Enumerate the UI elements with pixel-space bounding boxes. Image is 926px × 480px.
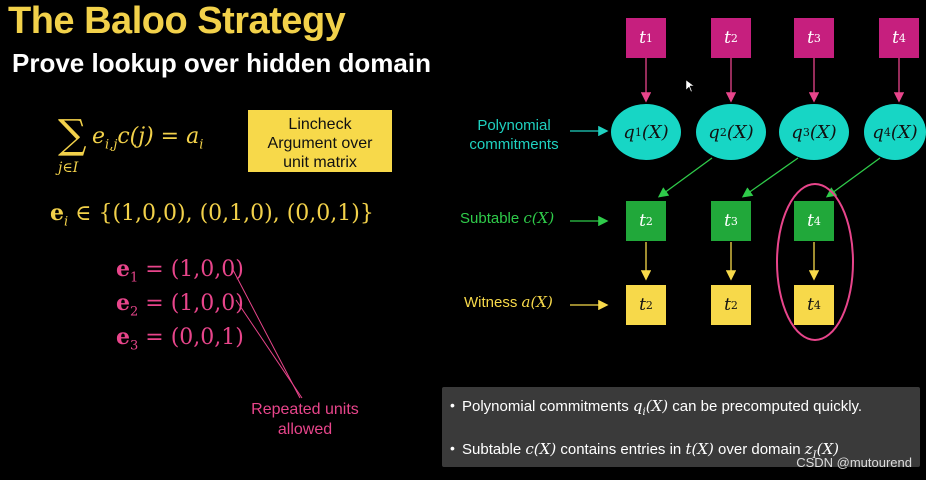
- note-precompute: Polynomial commitments qi(X) can be prec…: [462, 397, 863, 418]
- note-subtable: Subtable c(X) contains entries in t(X) o…: [462, 440, 839, 461]
- notes-panel: [442, 387, 920, 467]
- ei-membership: ei ∈ {(1,0,0), (0,1,0), (0,0,1)}: [50, 200, 374, 230]
- bullet-icon: •: [450, 440, 455, 456]
- e3-value: e3 = (0,0,1): [116, 324, 244, 354]
- sum-expression: ei,jc(j) = ai: [92, 124, 204, 153]
- lincheck-box: Lincheck Argument over unit matrix: [248, 110, 392, 172]
- watermark: CSDN @mutourend: [796, 455, 912, 470]
- bullet-icon: •: [450, 397, 455, 413]
- e1-value: e1 = (1,0,0): [116, 256, 244, 286]
- witness-label: Witness a(X): [464, 293, 553, 311]
- sum-subscript: j∈I: [58, 160, 79, 176]
- slide-title: The Baloo Strategy: [8, 0, 346, 42]
- arrow-q3-sub2: [741, 157, 799, 198]
- highlight-ellipse: [776, 183, 854, 341]
- slide-subtitle: Prove lookup over hidden domain: [12, 48, 431, 78]
- poly-commitments-label: Polynomial commitments: [469, 117, 559, 153]
- e2-value: e2 = (1,0,0): [116, 290, 244, 320]
- arrow-repeated-e2: [235, 299, 303, 399]
- repeated-units-label: Repeated units allowed: [251, 401, 359, 438]
- arrow-repeated-e1: [231, 267, 301, 399]
- sum-symbol: ∑: [58, 112, 87, 158]
- arrow-q2-sub1: [657, 157, 713, 198]
- arrow-q4-sub3: [825, 157, 881, 198]
- subtable-label: Subtable c(X): [460, 209, 555, 227]
- mouse-cursor-icon: [685, 79, 695, 93]
